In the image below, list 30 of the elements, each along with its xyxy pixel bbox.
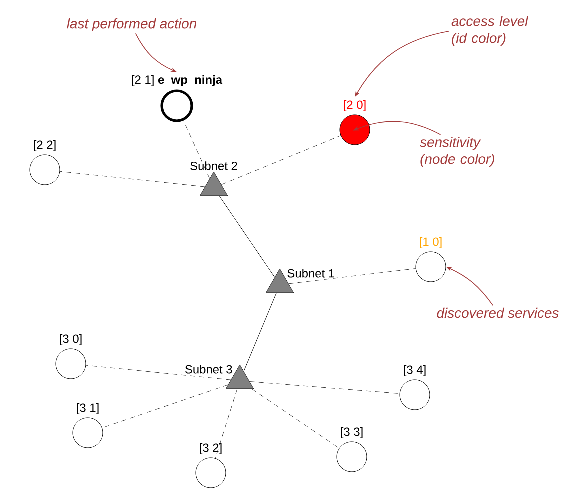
node-label: [2 0] (344, 100, 366, 112)
node-label: [3 4] (404, 365, 426, 377)
link-line (250, 382, 400, 394)
link-line (219, 196, 276, 278)
link-line (252, 389, 340, 449)
link-line (244, 292, 277, 372)
subnet-triangle: Subnet 1 (266, 268, 334, 294)
link-line (221, 136, 342, 186)
link-line (60, 171, 206, 188)
node-label: [2 1] e_wp_ninja (132, 75, 223, 87)
node-label: [1 0] (420, 237, 442, 249)
link-line (102, 384, 228, 428)
node-label: [3 1] (77, 403, 99, 415)
link-line (288, 268, 416, 284)
link-line (215, 389, 238, 459)
node-label: Subnet 1 (288, 269, 334, 278)
subnet-triangle: Subnet 3 (186, 364, 254, 390)
subnet-triangle: Subnet 2 (190, 162, 238, 196)
annotation-text: discovered services (437, 308, 559, 318)
annotation-text: last performed action (67, 18, 196, 32)
node-label: Subnet 3 (185, 365, 232, 374)
node-label: [3 0] (60, 334, 82, 346)
annotation-text: access level (id color) (452, 16, 529, 46)
node-label: [3 3] (341, 427, 363, 439)
annotation-text: sensitivity (node color) (420, 137, 494, 167)
node-label: [2 2] (34, 140, 56, 152)
node-label: [3 2] (200, 443, 222, 455)
link-line (86, 365, 232, 380)
link-line (184, 120, 210, 179)
node-label: Subnet 2 (190, 162, 238, 170)
